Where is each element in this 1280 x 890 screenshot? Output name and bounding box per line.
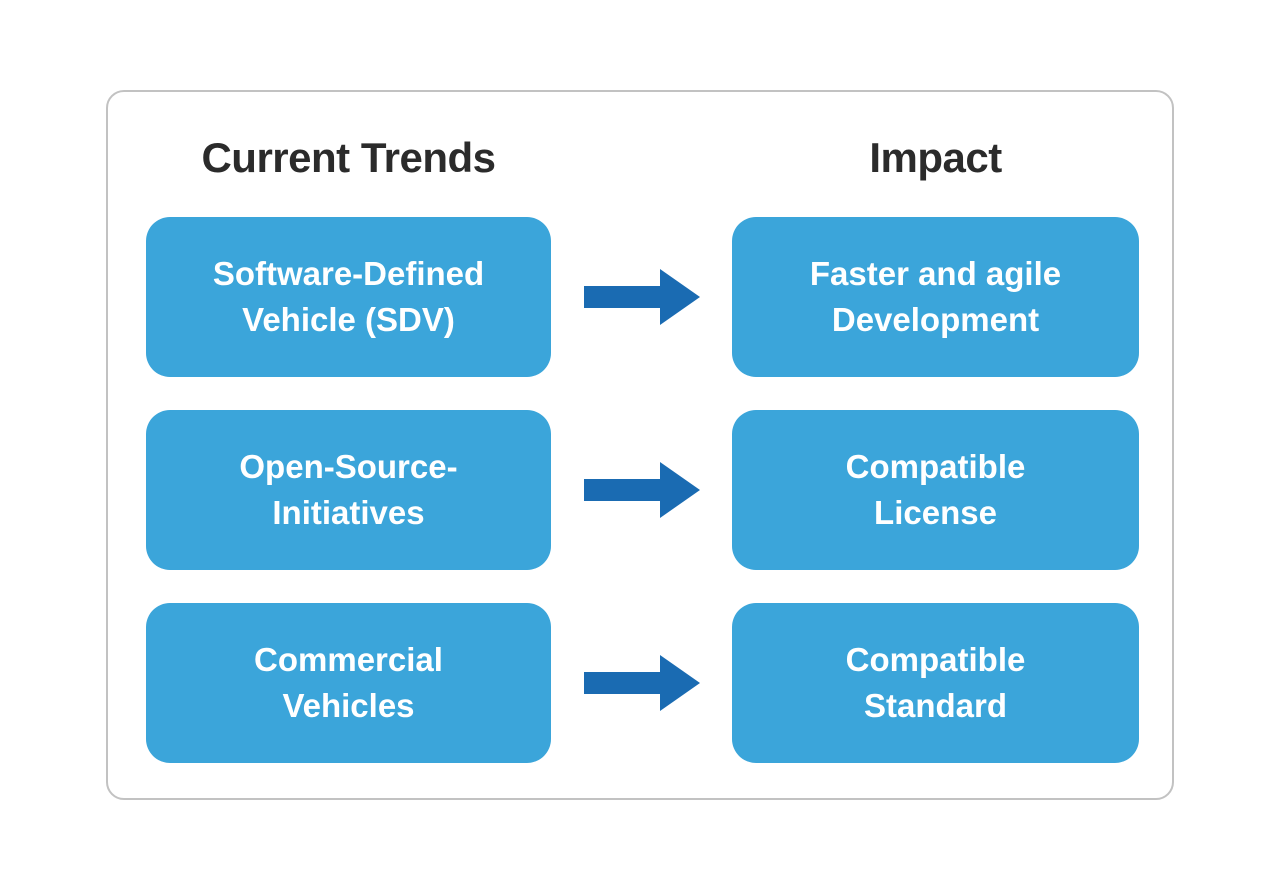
impact-box-compatible-standard: Compatible Standard xyxy=(732,603,1139,763)
connector-row-3 xyxy=(551,603,732,763)
right-arrow-icon xyxy=(583,462,700,518)
column-header-impact: Impact xyxy=(869,134,1002,181)
connector-row-1 xyxy=(551,217,732,377)
impact-box-faster-agile-development: Faster and agile Development xyxy=(732,217,1139,377)
trend-box-open-source-initiatives: Open-Source- Initiatives xyxy=(146,410,551,570)
trend-box-software-defined-vehicle: Software-Defined Vehicle (SDV) xyxy=(146,217,551,377)
diagram-panel: Current Trends Impact Software-Defined V… xyxy=(106,90,1174,800)
column-header-current-trends: Current Trends xyxy=(201,134,496,181)
header-gap xyxy=(551,132,732,184)
connector-row-2 xyxy=(551,410,732,570)
trend-box-commercial-vehicles: Commercial Vehicles xyxy=(146,603,551,763)
right-arrow-icon xyxy=(583,269,700,325)
right-arrow-icon xyxy=(583,655,700,711)
impact-box-compatible-license: Compatible License xyxy=(732,410,1139,570)
